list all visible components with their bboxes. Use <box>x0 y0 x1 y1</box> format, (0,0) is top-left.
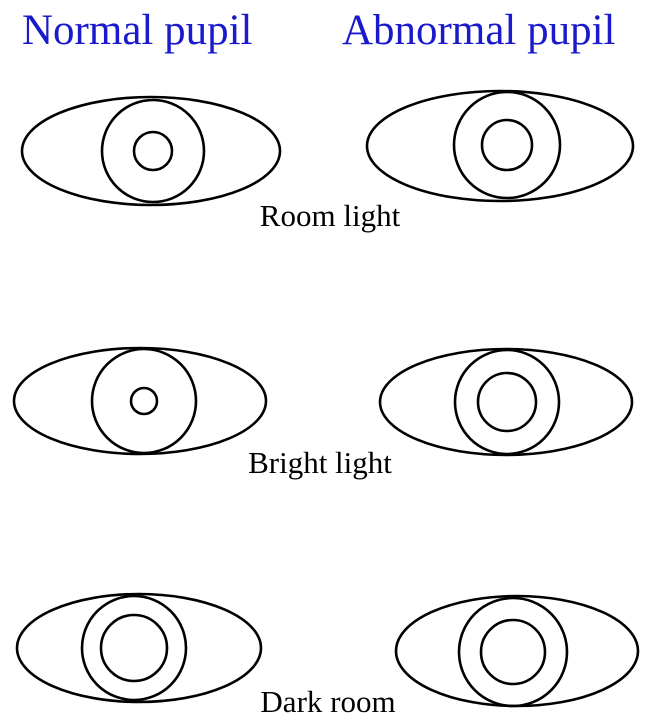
iris <box>92 349 196 453</box>
eye-outline <box>22 97 280 205</box>
iris <box>102 100 204 202</box>
dark-room-label: Dark room <box>260 684 395 720</box>
eye-normal-room-light <box>22 97 280 205</box>
iris <box>459 598 567 706</box>
eye-outline <box>367 91 633 201</box>
eye-abnormal-dark-room <box>396 596 638 706</box>
eye-outline <box>14 348 266 454</box>
eye-abnormal-room-light <box>367 91 633 201</box>
eye-outline <box>396 596 638 706</box>
eye-outline <box>17 594 261 702</box>
pupil <box>134 132 172 170</box>
pupil <box>482 120 532 170</box>
pupil <box>101 615 167 681</box>
iris <box>454 92 560 198</box>
pupil <box>481 620 545 684</box>
eye-outline <box>380 349 632 455</box>
iris <box>82 596 186 700</box>
eye-normal-dark-room <box>17 594 261 702</box>
pupil <box>478 373 536 431</box>
iris <box>455 350 559 454</box>
eye-abnormal-bright-light <box>380 349 632 455</box>
room-light-label: Room light <box>260 198 400 234</box>
bright-light-label: Bright light <box>248 445 392 481</box>
eye-normal-bright-light <box>14 348 266 454</box>
pupil <box>131 388 157 414</box>
